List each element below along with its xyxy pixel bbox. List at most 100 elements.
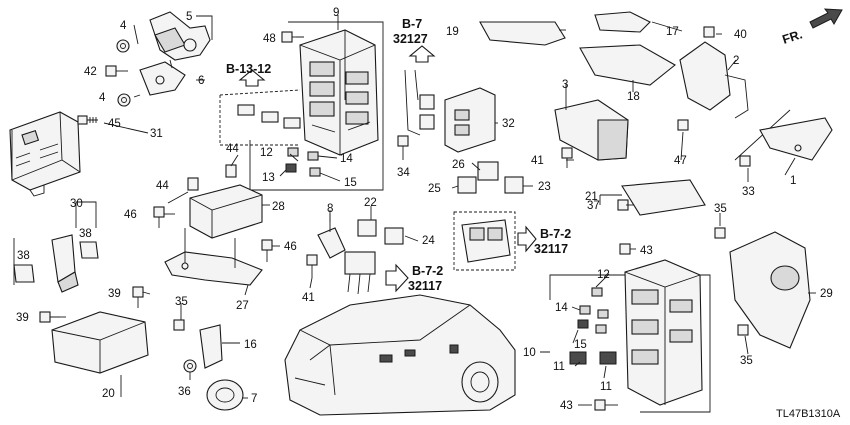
callout-20: 20 [102, 388, 115, 400]
callout-2: 2 [733, 55, 739, 67]
callout-32: 32 [502, 118, 515, 130]
vehicle-outline [284, 294, 516, 416]
callout-38b: 38 [17, 250, 30, 262]
callout-41b: 41 [531, 155, 544, 167]
callout-21: 21 [585, 191, 598, 203]
callout-4b: 4 [99, 92, 106, 104]
group-frame-10 [540, 274, 711, 413]
callout-35a: 35 [175, 296, 188, 308]
callout-25: 25 [428, 183, 441, 195]
callout-37: 37 [587, 200, 600, 212]
bolt-45 [77, 115, 98, 125]
callout-5: 5 [186, 11, 192, 23]
callout-4a: 4 [120, 20, 127, 32]
callout-7: 7 [251, 393, 257, 405]
arrow-b-7-2-mid [385, 263, 409, 293]
module-29 [729, 231, 811, 349]
callout-39b: 39 [108, 288, 121, 300]
group-frame-9 [249, 21, 384, 191]
callout-24: 24 [422, 235, 435, 247]
callout-15a: 15 [344, 177, 357, 189]
ref-b-7-2-right-code: 32117 [534, 242, 568, 256]
callout-3: 3 [562, 79, 568, 91]
callout-44a: 44 [226, 143, 239, 155]
mini-fuses-12-15 [285, 147, 321, 177]
bolt-43a [619, 243, 631, 255]
callout-11a: 11 [553, 361, 565, 373]
callout-45: 45 [108, 118, 121, 130]
callout-48: 48 [263, 33, 276, 45]
callout-35c: 35 [740, 355, 753, 367]
relays-23-25-26 [457, 161, 524, 194]
bolt-33 [739, 155, 751, 167]
group-outline-9 [219, 89, 301, 146]
bolt-34 [397, 135, 409, 160]
fuse-set [237, 104, 301, 129]
nut-4b [117, 93, 131, 107]
callout-41a: 41 [302, 292, 315, 304]
bolt-41a [306, 254, 318, 278]
callout-47: 47 [674, 155, 687, 167]
callout-38a: 38 [79, 228, 92, 240]
bolt-35a [714, 227, 726, 239]
front-direction-label: FR. [781, 27, 804, 47]
callout-15b: 15 [574, 339, 587, 351]
callout-35b: 35 [714, 203, 727, 215]
arrow-b-13-12 [238, 69, 266, 87]
trim-19 [479, 21, 566, 46]
callout-17: 17 [666, 26, 679, 38]
callout-43b: 43 [560, 400, 573, 412]
bolt-41b [561, 147, 573, 168]
callout-12a: 12 [260, 147, 273, 159]
ref-b-13-12: B-13-12 [226, 62, 271, 76]
callout-46a: 46 [124, 209, 137, 221]
callout-46b: 46 [284, 241, 297, 253]
module-32 [444, 87, 496, 153]
ref-b-7-top-code: 32127 [393, 32, 428, 46]
cover-3 [554, 99, 629, 161]
harness-b7 [404, 69, 435, 136]
bracket-18 [579, 44, 676, 86]
callout-39a: 39 [16, 312, 29, 324]
callout-14a: 14 [340, 153, 353, 165]
ref-b-7-2-mid-code: 32117 [408, 279, 442, 293]
diagram-code: TL47B1310A [776, 408, 841, 420]
callout-33: 33 [742, 186, 755, 198]
bolt-47 [677, 119, 689, 131]
relay-block [453, 211, 516, 271]
callout-44b: 44 [156, 180, 169, 192]
bolt-40 [703, 26, 715, 38]
leader-lines [50, 15, 816, 406]
callout-8: 8 [327, 203, 333, 215]
fuse-box-9 [299, 29, 379, 156]
callout-19: 19 [446, 26, 459, 38]
callout-14b: 14 [555, 302, 568, 314]
callout-13: 13 [262, 172, 275, 184]
callout-27: 27 [236, 300, 249, 312]
callout-22: 22 [364, 197, 377, 209]
arrow-b-7-top [408, 45, 436, 63]
bolt-35b [737, 324, 749, 336]
sensor-2 [679, 41, 749, 119]
fuse-box-10 [624, 259, 703, 406]
front-direction-arrow [809, 8, 843, 29]
callout-28: 28 [272, 201, 285, 213]
control-unit-31 [9, 111, 81, 197]
connector-30 [51, 234, 79, 293]
callout-30: 30 [70, 198, 83, 210]
ecu-20 [51, 311, 149, 374]
relay-holder-8 [317, 210, 346, 259]
callout-6: 6 [198, 75, 204, 87]
callout-11b: 11 [600, 381, 612, 393]
nut-44a [225, 164, 237, 178]
nut-4a [116, 39, 130, 53]
bolt-46b [261, 239, 273, 262]
callout-26: 26 [452, 159, 465, 171]
nut-36 [183, 359, 197, 373]
callout-9: 9 [333, 7, 339, 19]
bracket-assembly-5-6 [139, 11, 211, 96]
cover-17 [594, 11, 651, 33]
callout-18: 18 [627, 91, 640, 103]
bolt-43b [594, 399, 618, 411]
